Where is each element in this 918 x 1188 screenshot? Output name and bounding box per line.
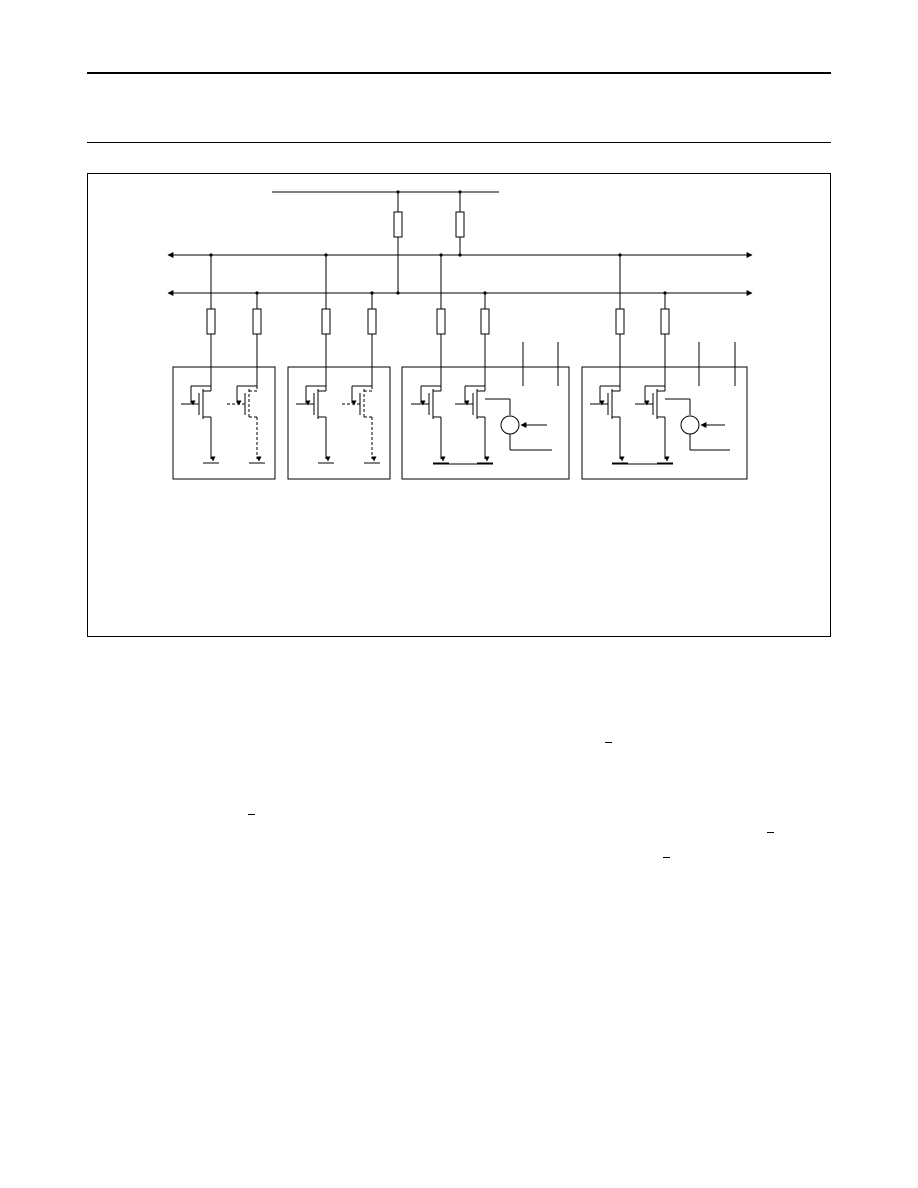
series-resistor-2-2 <box>367 308 377 335</box>
section-rule <box>87 142 831 143</box>
overbar-mark-4 <box>663 857 670 858</box>
series-resistor-4-2 <box>660 308 670 335</box>
current-source-4 <box>680 415 700 435</box>
series-resistor-1-2 <box>252 308 262 335</box>
overbar-mark-3 <box>767 832 774 833</box>
series-resistor-1-1 <box>206 308 216 335</box>
series-resistor-3-2 <box>480 308 490 335</box>
series-resistor-4-1 <box>615 308 625 335</box>
header-rule <box>87 72 831 74</box>
series-resistor-2-1 <box>321 308 331 335</box>
device-module-1 <box>172 366 276 480</box>
overbar-mark-1 <box>605 742 612 743</box>
figure-frame <box>87 173 831 637</box>
device-module-2 <box>287 366 391 480</box>
pullup-resistor-1 <box>393 211 403 238</box>
bus-schematic <box>167 190 753 480</box>
series-resistor-3-1 <box>436 308 446 335</box>
overbar-mark-2 <box>248 814 255 815</box>
pullup-resistor-2 <box>455 211 465 238</box>
current-source-3 <box>500 415 520 435</box>
